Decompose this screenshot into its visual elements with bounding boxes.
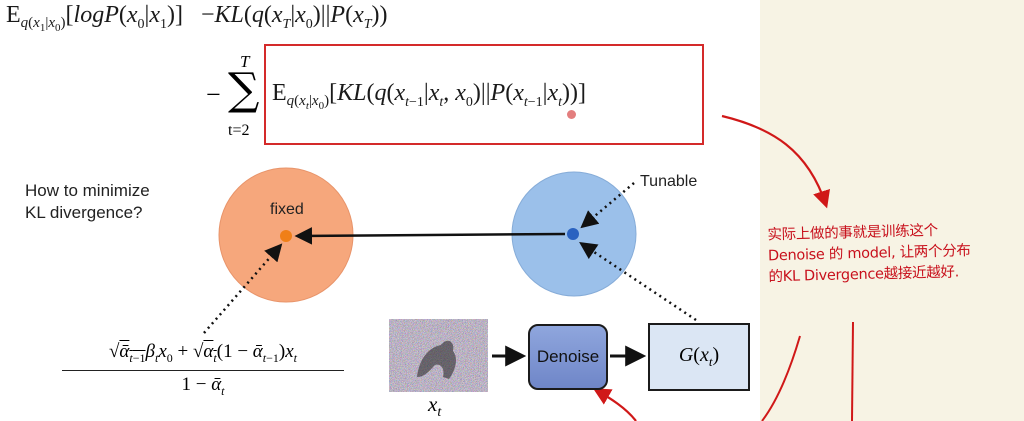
noisy-image <box>389 319 488 392</box>
question-text: How to minimize KL divergence? <box>25 180 150 224</box>
formula-denominator: 1 − ᾱt <box>181 374 225 399</box>
posterior-mean-formula: √ᾱt−1βtx0 + √αt(1 − ᾱt−1)xt 1 − ᾱt <box>62 341 344 399</box>
sum-lower-limit: t=2 <box>228 122 250 139</box>
input-label: xt <box>428 392 442 421</box>
noise-texture-icon <box>389 319 488 392</box>
output-box: G(xt) <box>648 323 750 391</box>
boxed-term: Eq(xt|x0)[KL(q(xt−1|xt, x0)||P(xt−1|xt))… <box>272 80 586 112</box>
sum-upper-limit: T <box>240 52 250 71</box>
equation-line-1: Eq(x1|x0)[logP(x0|x1)] −KL(q(xT|x0)||P(x… <box>6 2 388 34</box>
pointer-dot <box>567 110 576 119</box>
formula-numerator: √ᾱt−1βtx0 + √αt(1 − ᾱt−1)xt <box>108 341 298 365</box>
sigma-icon: ∑ <box>228 64 260 115</box>
tunable-label: Tunable <box>640 173 698 190</box>
denoise-label: Denoise <box>536 347 600 366</box>
handwritten-note: 实际上做的事就是训练这个 Denoise 的 model, 让两个分布 的KL … <box>767 219 1024 289</box>
denoise-model-box: Denoise <box>528 324 608 390</box>
minus-sign: − <box>206 80 221 109</box>
question-line-2: KL divergence? <box>25 203 143 222</box>
output-label: G(xt) <box>678 344 720 369</box>
summation: T ∑ t=2 <box>228 52 268 142</box>
annotation-pane <box>760 0 1024 421</box>
highlight-box <box>264 44 704 145</box>
question-line-1: How to minimize <box>25 181 150 200</box>
fixed-label: fixed <box>270 201 304 218</box>
fraction-bar <box>62 369 344 372</box>
